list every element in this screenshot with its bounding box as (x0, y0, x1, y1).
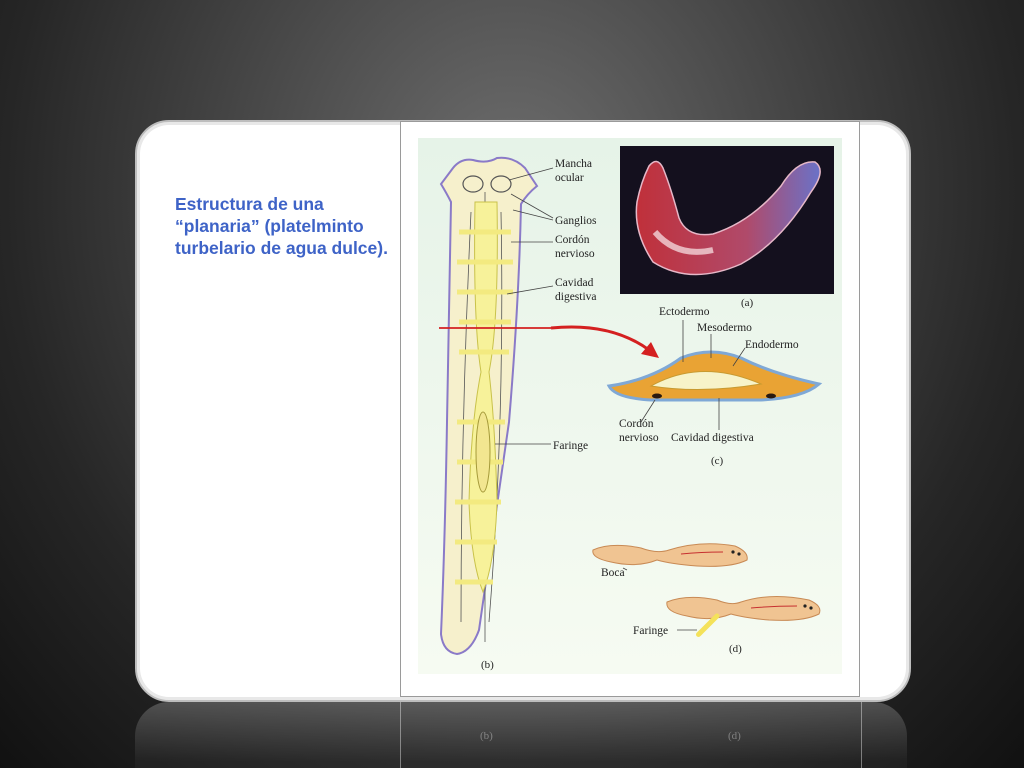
panel-label-c: (c) (711, 455, 724, 467)
slide-caption: Estructura de una “planaria” (platelmint… (175, 194, 388, 258)
planaria-photo-worm (635, 160, 821, 276)
slide-reflection (135, 702, 907, 768)
label-cordon-nervioso-c-1: Cordón (619, 418, 654, 430)
reflection-label-b: (b) (480, 730, 493, 742)
label-mancha-ocular-2: ocular (555, 172, 584, 184)
label-cavidad-digestiva-c: Cavidad digestiva (671, 432, 754, 444)
figure-reflection (400, 702, 862, 768)
feeding-planaria-top (592, 543, 748, 567)
leader-lines-c (640, 320, 746, 430)
leader-lines-d (622, 567, 697, 631)
reflection-label-d: (d) (728, 730, 741, 742)
planaria-figure: Mancha ocular Ganglios Cordón nervioso C… (400, 121, 860, 697)
label-cordon-nervioso-1: Cordón (555, 234, 590, 246)
label-faringe: Faringe (553, 440, 588, 452)
panel-label-b: (b) (481, 659, 494, 671)
label-mesodermo: Mesodermo (697, 322, 752, 334)
label-boca: Boca (601, 567, 625, 579)
label-ganglios: Ganglios (555, 215, 597, 227)
label-cavidad-digestiva-1: Cavidad (555, 277, 594, 289)
panel-label-a: (a) (741, 297, 754, 309)
panel-label-d: (d) (729, 643, 742, 655)
feeding-planaria-bottom (666, 595, 821, 637)
section-arrow (439, 325, 659, 358)
label-cordon-nervioso-2: nervioso (555, 248, 595, 260)
cross-section-c (606, 350, 823, 402)
label-endodermo: Endodermo (745, 339, 799, 351)
planaria-diagram: Mancha ocular Ganglios Cordón nervioso C… (418, 138, 842, 674)
label-mancha-ocular-1: Mancha (555, 158, 592, 170)
planaria-body-b (439, 156, 539, 656)
leader-lines-b (495, 167, 554, 445)
label-cavidad-digestiva-2: digestiva (555, 291, 597, 303)
label-faringe-d: Faringe (633, 625, 668, 637)
label-ectodermo: Ectodermo (659, 306, 710, 318)
label-cordon-nervioso-c-2: nervioso (619, 432, 659, 444)
